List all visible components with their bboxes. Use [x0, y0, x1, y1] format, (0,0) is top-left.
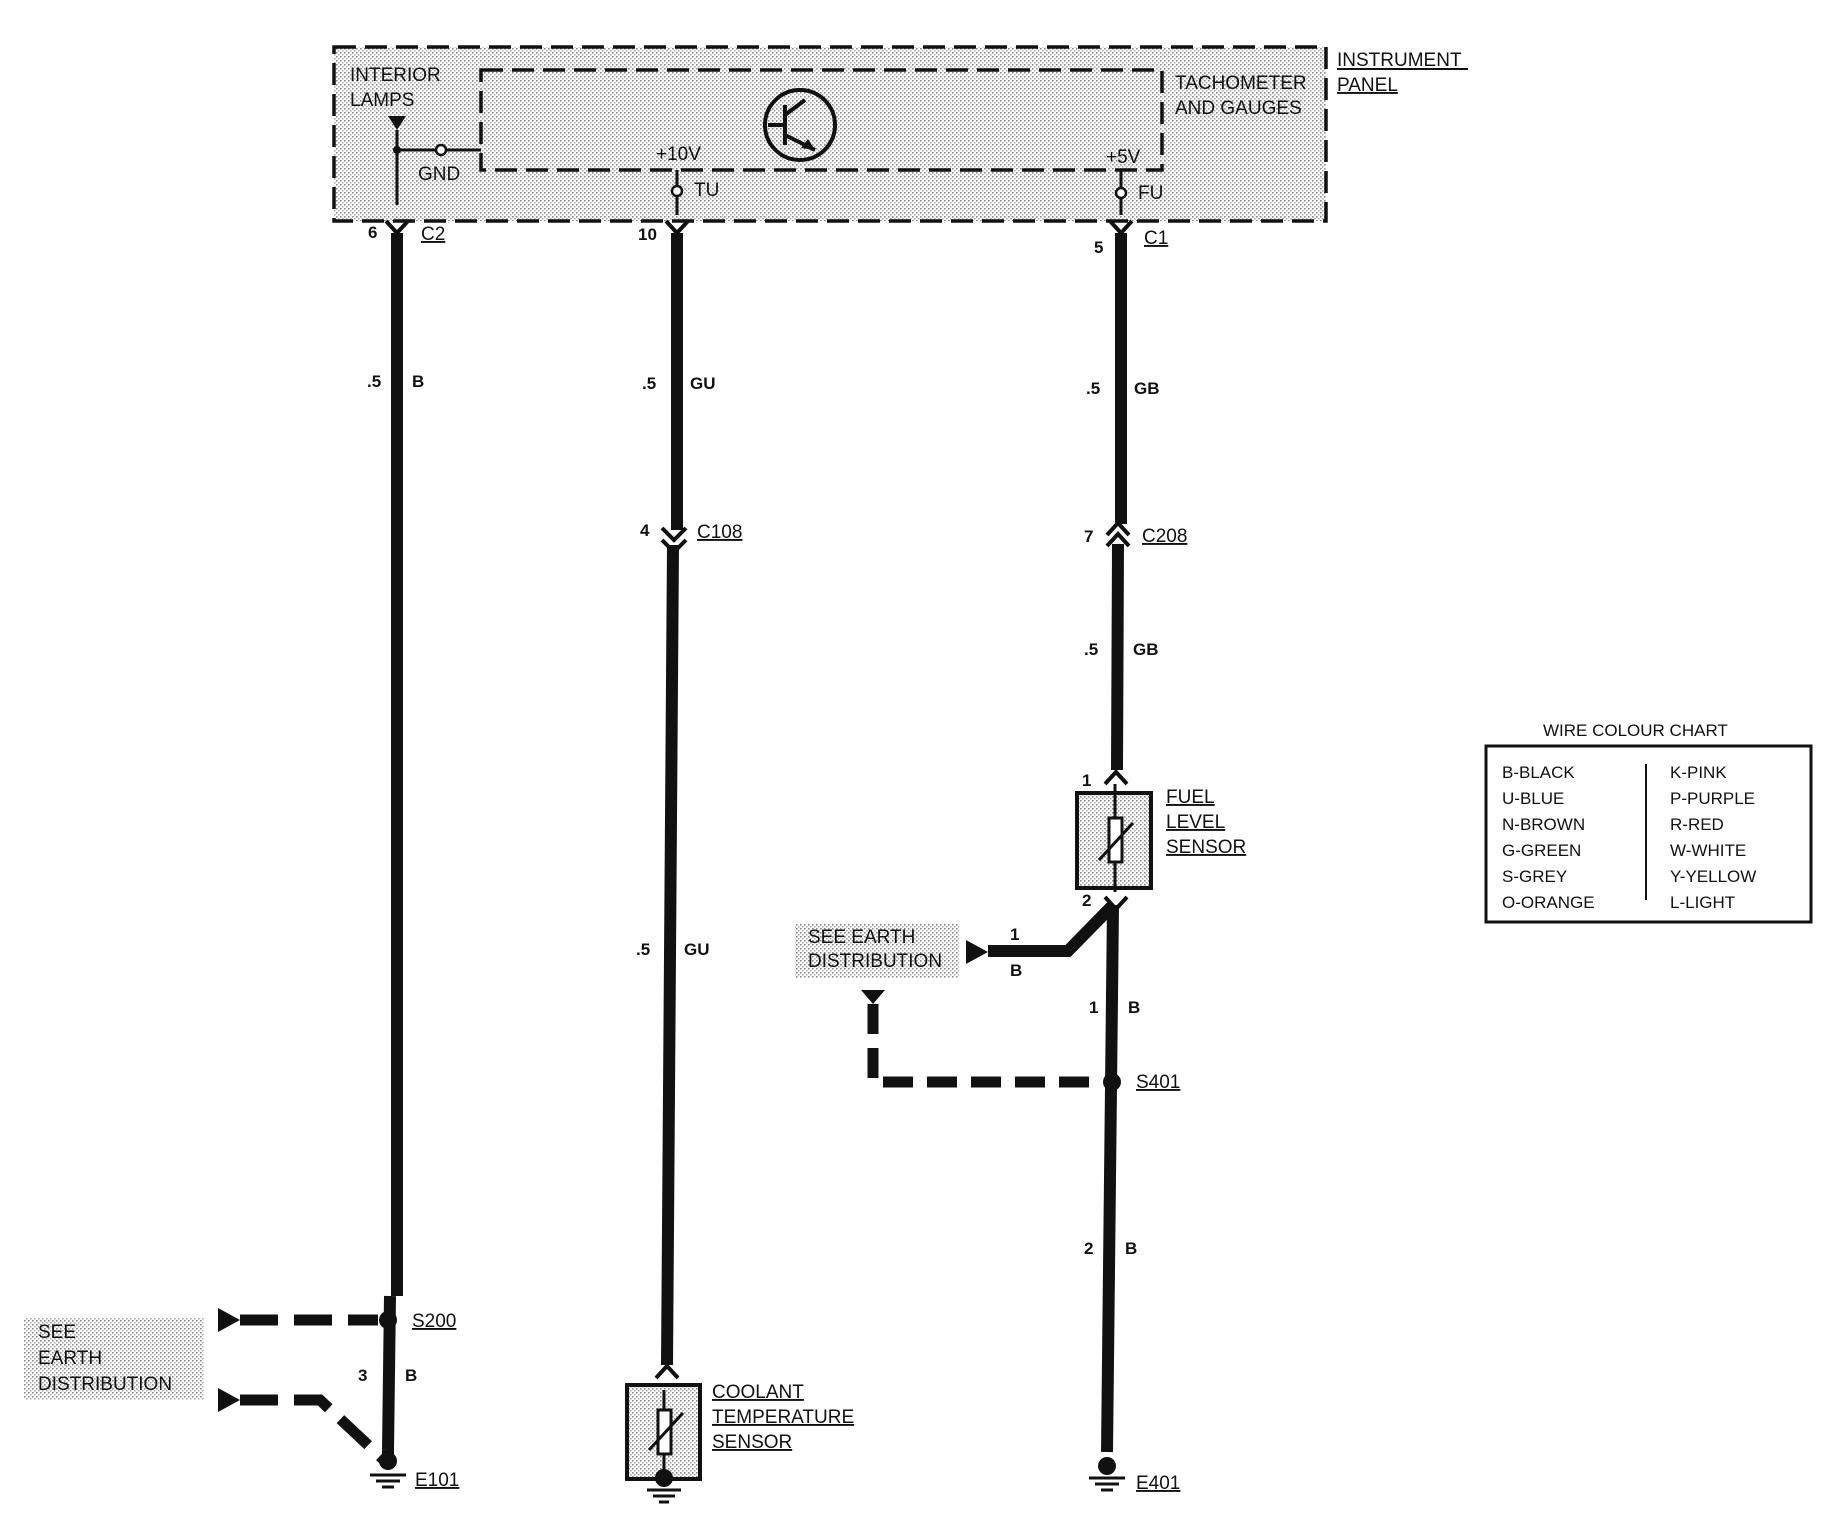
colour-chart-entry: L-LIGHT [1670, 893, 1735, 912]
svg-text:FUEL: FUEL [1166, 787, 1215, 808]
connector-c108: 4 C108 [640, 521, 742, 555]
svg-text:E401: E401 [1136, 1473, 1180, 1494]
svg-text:3: 3 [358, 1366, 367, 1385]
coolant-temperature-sensor: COOLANT TEMPERATURE SENSOR [625, 1363, 854, 1504]
svg-text:5: 5 [1094, 238, 1103, 257]
tu-label: TU [694, 180, 719, 201]
colour-list-right: K-PINK P-PURPLE R-RED W-WHITE Y-YELLOW L-LIGH… [1670, 763, 1756, 912]
svg-text:SENSOR: SENSOR [712, 1432, 792, 1453]
svg-text:1: 1 [1082, 771, 1091, 790]
svg-text:C1: C1 [1144, 228, 1168, 249]
svg-text:S200: S200 [412, 1311, 456, 1332]
svg-text:.5: .5 [367, 372, 381, 391]
svg-text:S401: S401 [1136, 1072, 1180, 1093]
tachometer-label-2: AND GAUGES [1175, 98, 1302, 119]
svg-text:SEE: SEE [38, 1322, 76, 1343]
wire-middle: .5 GU .5 GU [636, 233, 716, 1366]
v10-label: +10V [656, 144, 701, 165]
svg-text:1: 1 [1010, 925, 1019, 944]
gnd-label: GND [418, 164, 460, 185]
svg-text:B: B [1010, 961, 1022, 980]
colour-list-left: B-BLACK U-BLUE N-BROWN G-GREEN S-GREY O-ORANG… [1502, 763, 1595, 912]
svg-text:DISTRIBUTION: DISTRIBUTION [38, 1374, 172, 1395]
svg-text:.5: .5 [636, 940, 650, 959]
svg-text:.5: .5 [642, 374, 656, 393]
fuel-level-sensor: 1 2 FUEL LEVEL SENSOR [1075, 769, 1246, 912]
instrument-panel: INSTRUMENT PANEL INTERIOR LAMPS TACHOMET… [332, 45, 1468, 223]
svg-text:10: 10 [638, 225, 657, 244]
instrument-panel-label-1: INSTRUMENT [1337, 50, 1462, 71]
svg-text:B: B [1128, 998, 1140, 1017]
svg-text:B: B [1125, 1239, 1137, 1258]
svg-text:TEMPERATURE: TEMPERATURE [712, 1407, 854, 1428]
colour-chart-entry: W-WHITE [1670, 841, 1746, 860]
transistor-icon [763, 88, 837, 162]
svg-text:C2: C2 [421, 224, 445, 245]
colour-chart-entry: G-GREEN [1502, 841, 1581, 860]
ground-e101: E101 [370, 1450, 459, 1491]
svg-text:DISTRIBUTION: DISTRIBUTION [808, 951, 942, 972]
connector-c2: 6 C2 [368, 219, 445, 245]
svg-text:2: 2 [1082, 891, 1091, 910]
colour-chart-entry: B-BLACK [1502, 763, 1575, 782]
tachometer-label-1: TACHOMETER [1175, 73, 1307, 94]
svg-text:GB: GB [1133, 640, 1159, 659]
earth-branch-right: 1 B [966, 900, 1118, 980]
instrument-panel-label-2: PANEL [1337, 75, 1398, 96]
svg-text:EARTH: EARTH [38, 1348, 102, 1369]
svg-text:B: B [412, 372, 424, 391]
earth-dashed-left [218, 1308, 388, 1465]
wire-colour-chart: WIRE COLOUR CHART B-BLACK U-BLUE N-BROWN G-… [1484, 721, 1813, 924]
colour-chart-title: WIRE COLOUR CHART [1543, 721, 1728, 740]
svg-text:B: B [405, 1366, 417, 1385]
svg-text:2: 2 [1084, 1239, 1093, 1258]
earth-ref-left: SEE EARTH DISTRIBUTION [24, 1318, 204, 1400]
ground-e401: E401 [1089, 1457, 1180, 1494]
colour-chart-entry: Y-YELLOW [1670, 867, 1756, 886]
earth-ref-right: SEE EARTH DISTRIBUTION [795, 924, 959, 978]
interior-lamps-label-1: INTERIOR [350, 65, 441, 86]
svg-text:4: 4 [640, 521, 650, 540]
svg-text:1: 1 [1089, 998, 1098, 1017]
colour-chart-entry: R-RED [1670, 815, 1724, 834]
svg-text:E101: E101 [415, 1470, 459, 1491]
splice-s200: S200 [379, 1311, 456, 1332]
colour-chart-entry: U-BLUE [1502, 789, 1564, 808]
svg-text:C108: C108 [697, 522, 742, 543]
wire-right: .5 GB .5 GB 1 B 2 B [1084, 233, 1160, 1453]
connector-c1: 5 C1 [1094, 219, 1168, 257]
colour-chart-entry: S-GREY [1502, 867, 1567, 886]
wire-left: .5 B 3 B [358, 233, 424, 1451]
svg-text:7: 7 [1084, 527, 1093, 546]
svg-text:GU: GU [690, 374, 716, 393]
colour-chart-entry: N-BROWN [1502, 815, 1585, 834]
svg-text:LEVEL: LEVEL [1166, 812, 1225, 833]
svg-text:C208: C208 [1142, 526, 1187, 547]
svg-text:GU: GU [684, 940, 710, 959]
svg-text:SENSOR: SENSOR [1166, 837, 1246, 858]
connector-c208: 7 C208 [1084, 520, 1187, 548]
svg-text:6: 6 [368, 223, 377, 242]
splice-s401: S401 [861, 990, 1180, 1093]
interior-lamps-label-2: LAMPS [350, 90, 414, 111]
svg-text:.5: .5 [1084, 640, 1098, 659]
svg-text:GB: GB [1134, 379, 1160, 398]
svg-text:SEE EARTH: SEE EARTH [808, 927, 915, 948]
svg-text:.5: .5 [1086, 379, 1100, 398]
fu-label: FU [1138, 183, 1163, 204]
svg-text:COOLANT: COOLANT [712, 1382, 804, 1403]
colour-chart-entry: O-ORANGE [1502, 893, 1595, 912]
v5-label: +5V [1106, 147, 1141, 168]
colour-chart-entry: K-PINK [1670, 763, 1727, 782]
colour-chart-entry: P-PURPLE [1670, 789, 1755, 808]
